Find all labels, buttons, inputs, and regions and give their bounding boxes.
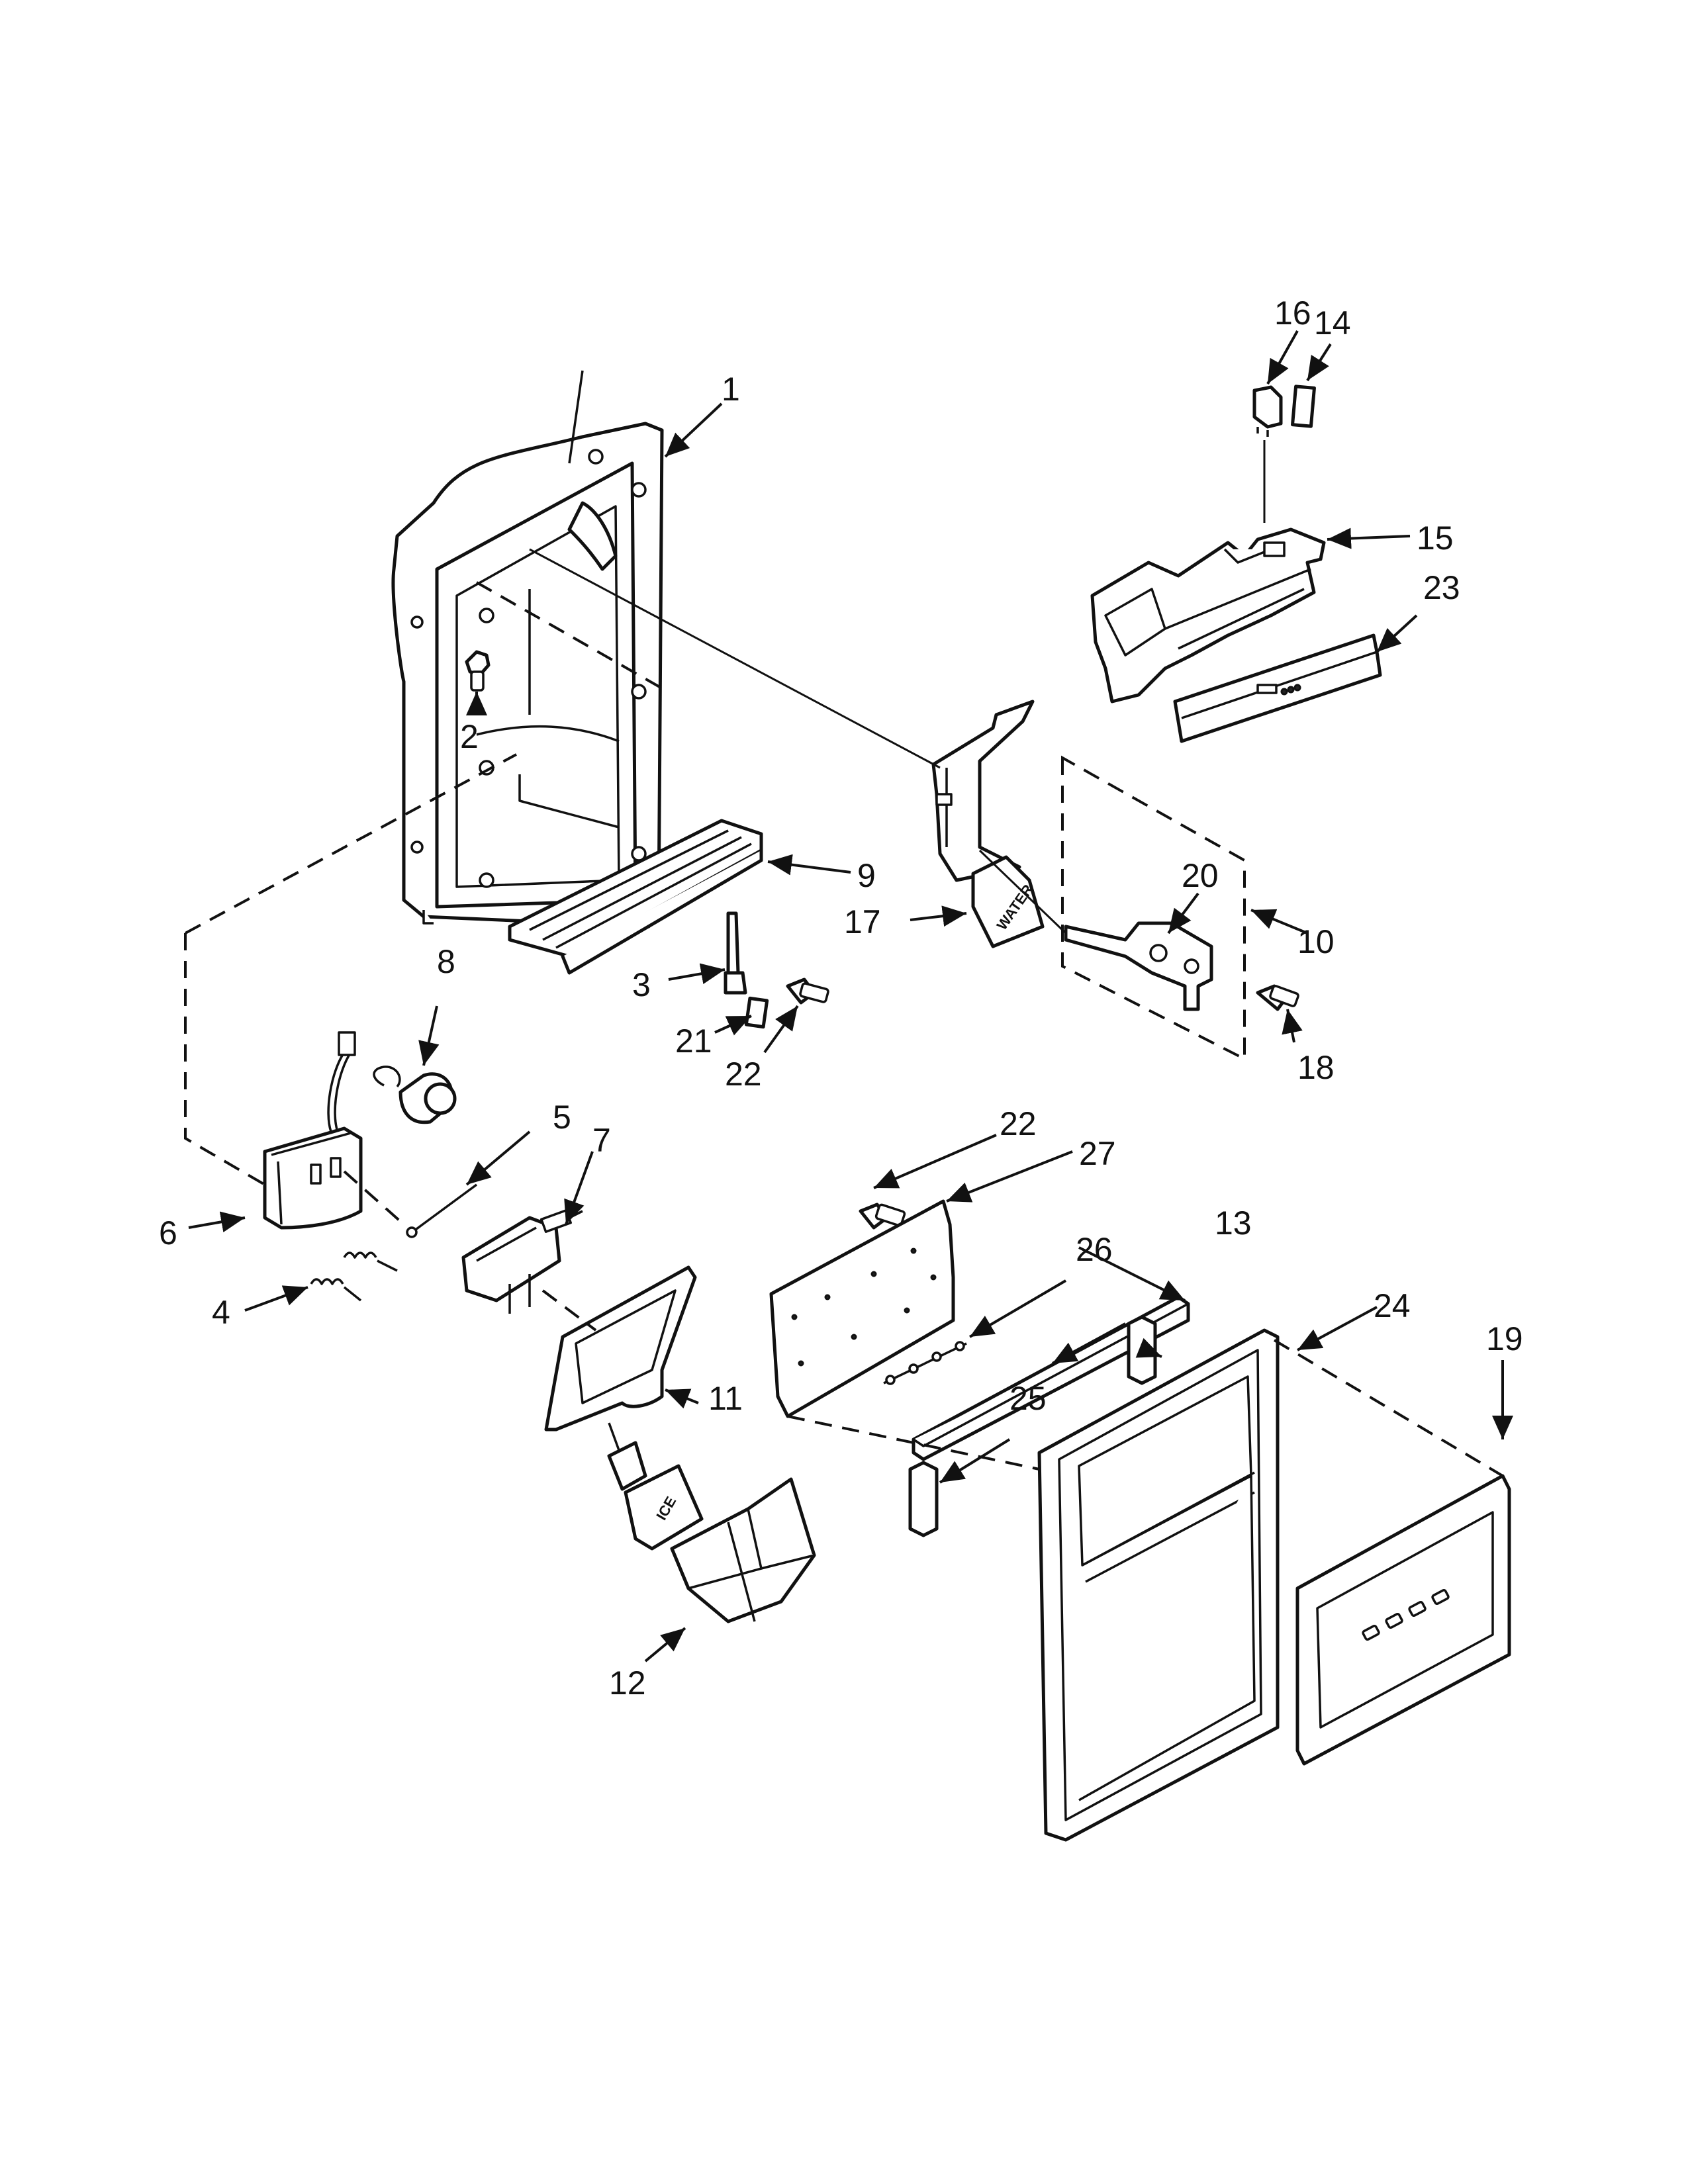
callout-17: 17 xyxy=(844,903,881,940)
part-3-strip xyxy=(724,911,747,995)
part-2-screw xyxy=(465,650,491,692)
part-12-chute xyxy=(670,1477,816,1623)
callout-25: 25 xyxy=(1009,1380,1047,1417)
part-21-plate xyxy=(744,996,769,1029)
part-10-assembly-outline xyxy=(1061,755,1246,1062)
part-20-actuator xyxy=(1064,921,1213,1011)
callout-6: 6 xyxy=(159,1214,177,1251)
callout-24: 24 xyxy=(1374,1287,1411,1324)
part-22-screw-upper xyxy=(786,978,829,1005)
part-22-screw-lower xyxy=(859,1203,906,1230)
callout-9: 9 xyxy=(857,857,876,894)
callout-15: 15 xyxy=(1417,520,1454,557)
callout-8: 8 xyxy=(437,943,455,980)
part-27-mounting-plate xyxy=(769,1199,955,1418)
part-14-insulator xyxy=(1291,385,1316,428)
part-26-led-strip xyxy=(883,1341,967,1385)
callout-27: 27 xyxy=(1079,1135,1116,1172)
part-8-solenoid xyxy=(373,1066,457,1124)
callout-22-lower: 22 xyxy=(1000,1105,1037,1142)
callout-20: 20 xyxy=(1182,857,1219,894)
part-23-circuit-board xyxy=(1173,633,1382,743)
part-5-rod xyxy=(406,1183,478,1238)
part-19-control-panel-cover xyxy=(1295,1474,1511,1766)
callout-10: 10 xyxy=(1297,923,1335,960)
callout-14: 14 xyxy=(1314,304,1351,341)
callout-11: 11 xyxy=(708,1380,743,1417)
part-16-switch xyxy=(1252,385,1283,437)
callout-22-upper: 22 xyxy=(725,1056,762,1093)
callout-23: 23 xyxy=(1423,569,1460,606)
callout-5: 5 xyxy=(553,1099,571,1136)
part-6-module xyxy=(263,1031,363,1230)
callout-7: 7 xyxy=(592,1122,611,1159)
assembly-guides xyxy=(184,548,1504,1477)
part-9-drip-tray xyxy=(508,819,763,975)
part-1-housing xyxy=(391,370,664,929)
callout-3: 3 xyxy=(632,966,651,1003)
callout-2: 2 xyxy=(460,718,479,755)
callout-12: 12 xyxy=(609,1664,646,1702)
callout-13: 13 xyxy=(1215,1205,1252,1242)
callout-21: 21 xyxy=(675,1023,712,1060)
part-18-screw xyxy=(1256,984,1299,1011)
callout-19: 19 xyxy=(1486,1320,1523,1357)
callout-16: 16 xyxy=(1274,295,1311,332)
part-17-water-lever: WATER xyxy=(931,700,1045,948)
callout-18: 18 xyxy=(1297,1049,1335,1086)
callout-26: 26 xyxy=(1076,1231,1113,1268)
leader-arrows xyxy=(188,330,1513,1662)
part-11-ice-lever: ICE xyxy=(544,1265,704,1551)
part-7-hinge xyxy=(461,1209,583,1314)
part-4-springs xyxy=(310,1251,398,1302)
part-24-front-panel xyxy=(1037,1328,1280,1842)
part-15-housing-bracket xyxy=(1090,527,1326,704)
callout-1: 1 xyxy=(722,371,740,408)
callout-labels: 1 2 3 4 5 6 7 8 9 10 11 12 13 14 15 16 1… xyxy=(159,295,1523,1702)
callout-4: 4 xyxy=(212,1294,230,1331)
